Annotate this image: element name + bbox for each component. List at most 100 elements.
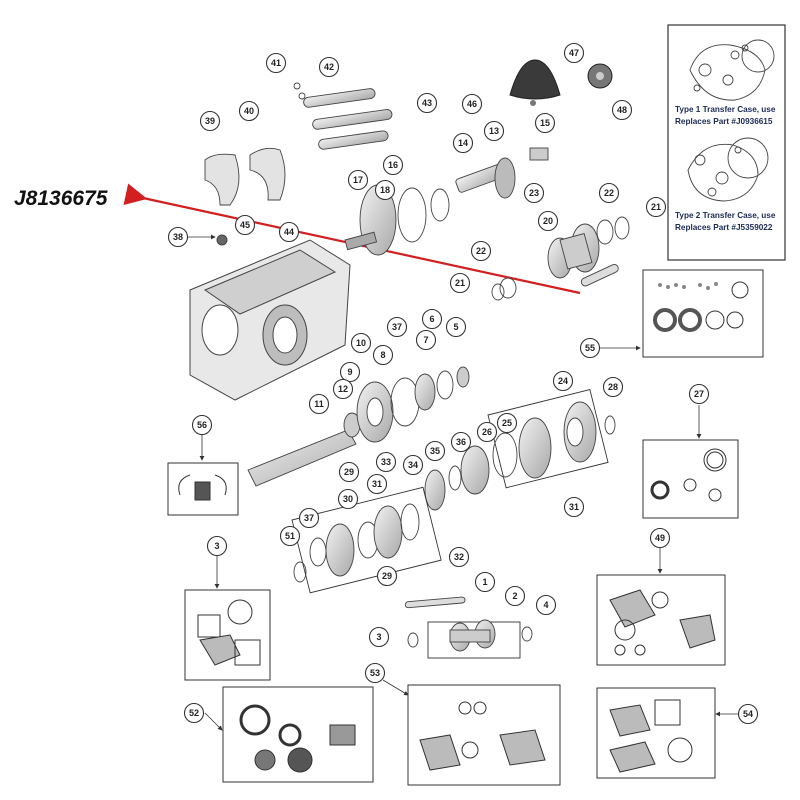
callout-39: 39: [199, 110, 221, 132]
callout-36: 36: [450, 431, 472, 453]
callout-number: 23: [529, 188, 539, 198]
shifter-boot: [509, 59, 613, 106]
callout-1: 1: [474, 571, 496, 593]
transmission-case: [189, 234, 351, 401]
callout-4: 4: [535, 594, 557, 616]
callout-number: 18: [380, 185, 390, 195]
callout-number: 22: [604, 188, 614, 198]
callout-49: 49: [649, 527, 671, 549]
callout-number: 46: [467, 99, 477, 109]
kit-box-51: [642, 439, 739, 519]
callout-number: 22: [476, 246, 486, 256]
mainshaft-gear-train: [424, 389, 616, 511]
callout-number: 40: [244, 106, 254, 116]
callout-number: 37: [304, 513, 314, 523]
transfer-case-inset: Type 1 Transfer Case, use Replaces Part …: [667, 24, 786, 261]
callout-21: 21: [645, 196, 667, 218]
callout-number: 51: [285, 531, 295, 541]
callout-number: 20: [543, 216, 553, 226]
callout-number: 1: [482, 577, 487, 587]
callout-number: 2: [512, 591, 517, 601]
type1-note-line2: Replaces Part #J0936615: [675, 117, 773, 126]
callout-number: 16: [388, 160, 398, 170]
callout-number: 17: [353, 175, 363, 185]
callout-25: 25: [496, 412, 518, 434]
callout-46: 46: [461, 93, 483, 115]
callout-number: 45: [240, 220, 250, 230]
callout-number: 35: [430, 446, 440, 456]
callout-number: 4: [543, 600, 548, 610]
callout-number: 21: [455, 278, 465, 288]
leader-lines: [188, 234, 738, 731]
callout-number: 37: [392, 322, 402, 332]
callout-32: 32: [448, 546, 470, 568]
callout-number: 6: [429, 314, 434, 324]
callout-number: 41: [271, 58, 281, 68]
callout-22: 22: [598, 182, 620, 204]
callout-number: 31: [569, 502, 579, 512]
callout-number: 56: [197, 420, 207, 430]
callout-number: 3: [376, 632, 381, 642]
callout-number: 36: [456, 437, 466, 447]
callout-15: 15: [534, 112, 556, 134]
callout-number: 47: [569, 48, 579, 58]
callout-12: 12: [332, 378, 354, 400]
callout-number: 3: [214, 541, 219, 551]
callout-54: 54: [737, 703, 759, 725]
callout-3: 3: [368, 626, 390, 648]
callout-11: 11: [308, 393, 330, 415]
callout-53: 53: [364, 662, 386, 684]
callout-6: 6: [421, 308, 443, 330]
callout-number: 29: [344, 467, 354, 477]
callout-number: 38: [173, 232, 183, 242]
callout-number: 27: [694, 389, 704, 399]
shift-forks: [204, 147, 286, 206]
callout-number: 15: [540, 118, 550, 128]
callout-number: 24: [558, 376, 568, 386]
callout-30: 30: [337, 488, 359, 510]
callout-34: 34: [402, 454, 424, 476]
callout-13: 13: [483, 120, 505, 142]
callout-number: 33: [381, 457, 391, 467]
callout-17: 17: [347, 169, 369, 191]
callout-5: 5: [445, 316, 467, 338]
kit-box-52: [596, 574, 726, 666]
kit-box-49: [184, 589, 271, 681]
kit-box-53: [222, 686, 374, 783]
callout-8: 8: [372, 344, 394, 366]
callout-56: 56: [191, 414, 213, 436]
callout-number: 11: [314, 399, 324, 409]
callout-55: 55: [579, 337, 601, 359]
callout-number: 21: [651, 202, 661, 212]
callout-number: 7: [423, 335, 428, 345]
callout-45: 45: [234, 214, 256, 236]
callout-number: 26: [482, 427, 492, 437]
callout-number: 12: [338, 384, 348, 394]
callout-number: 44: [284, 227, 294, 237]
callout-number: 53: [370, 668, 380, 678]
kit-box-50: [642, 269, 764, 358]
callout-number: 54: [743, 709, 753, 719]
callout-number: 49: [655, 533, 665, 543]
callout-29: 29: [338, 461, 360, 483]
callout-44: 44: [278, 221, 300, 243]
callout-3: 3: [206, 535, 228, 557]
callout-7: 7: [415, 329, 437, 351]
callout-number: 32: [454, 552, 464, 562]
callout-number: 13: [489, 126, 499, 136]
callout-33: 33: [375, 451, 397, 473]
callout-number: 55: [585, 343, 595, 353]
callout-number: 52: [189, 708, 199, 718]
synchro-assembly: [291, 486, 442, 594]
shift-rails: [293, 82, 393, 150]
callout-number: 31: [372, 479, 382, 489]
callout-22: 22: [470, 240, 492, 262]
callout-31: 31: [366, 473, 388, 495]
type1-adapter-illustration: [689, 39, 775, 101]
output-shaft-assembly: [344, 147, 549, 256]
kit-box-55: [596, 687, 716, 779]
callout-number: 34: [408, 460, 418, 470]
callout-number: 9: [347, 367, 352, 377]
